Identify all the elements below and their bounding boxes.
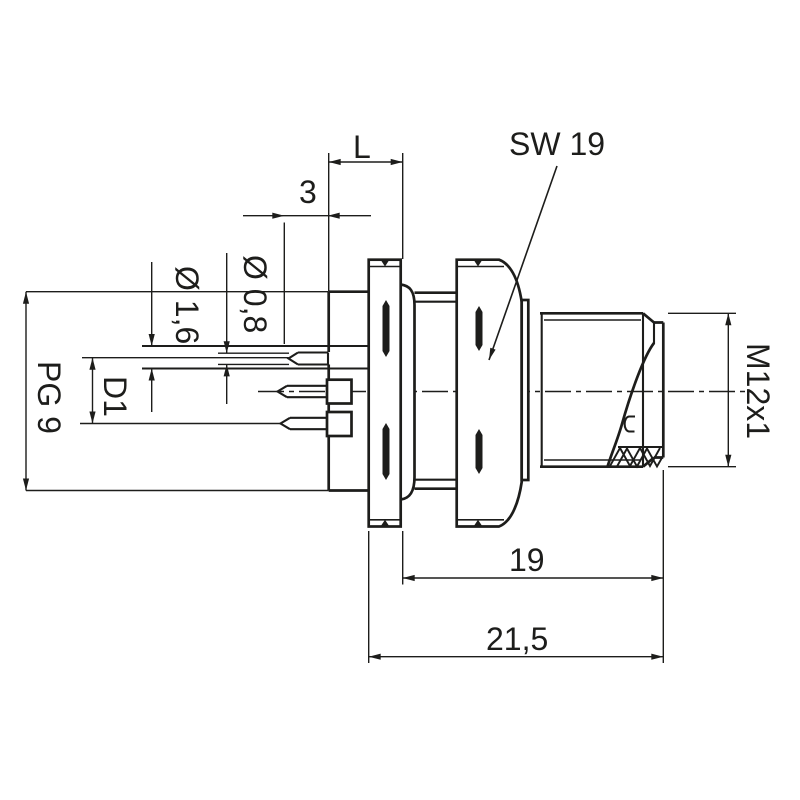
dimension-dia-0-8: Ø 0,8 <box>223 253 273 404</box>
dimensions: L 3 SW 19 PG 9 D1 <box>22 126 776 663</box>
solder-pin-bottom <box>278 410 353 438</box>
connector-body <box>26 258 750 528</box>
dimension-21-5: 21,5 <box>368 531 664 663</box>
coding-notch <box>623 415 635 433</box>
dimension-3: 3 <box>243 174 371 344</box>
solder-pin-top <box>286 351 330 366</box>
dim-label-3: 3 <box>299 174 317 210</box>
dim-label-19: 19 <box>509 542 545 578</box>
threaded-barrel <box>540 311 665 469</box>
o-ring <box>520 298 530 482</box>
dimension-L: L <box>328 129 404 291</box>
dimension-19: 19 <box>402 470 664 663</box>
section-hatch <box>609 446 661 468</box>
dim-label-dia-1-6: Ø 1,6 <box>169 266 205 344</box>
dim-label-sw19: SW 19 <box>509 126 605 162</box>
mounting-flange <box>367 258 403 528</box>
dim-label-pg9: PG 9 <box>31 361 67 434</box>
dim-label-L: L <box>353 129 371 165</box>
dimension-pg9: PG 9 <box>22 291 67 491</box>
solder-pin-middle <box>275 378 353 405</box>
dimension-d1: D1 <box>89 357 133 424</box>
hex-nut <box>455 258 524 528</box>
coding-contour <box>606 342 656 468</box>
dim-label-21-5: 21,5 <box>486 621 548 657</box>
dimension-dia-1-6: Ø 1,6 <box>148 262 205 412</box>
gasket <box>400 283 416 501</box>
callout-sw19: SW 19 <box>488 126 605 361</box>
dim-label-d1: D1 <box>97 376 133 417</box>
dim-label-dia-0-8: Ø 0,8 <box>237 255 273 333</box>
dimension-m12x1: M12x1 <box>668 312 776 468</box>
dim-label-m12x1: M12x1 <box>740 343 776 439</box>
